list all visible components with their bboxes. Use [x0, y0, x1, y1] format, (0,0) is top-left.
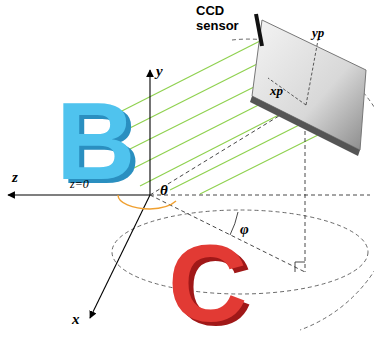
sensor-label: CCD sensor [196, 4, 254, 34]
coordinate-axes [8, 70, 150, 318]
axis-label: xp [270, 84, 283, 97]
angle-label: θ [160, 183, 168, 198]
object-letter: B [56, 86, 135, 196]
axis-label: z [12, 170, 18, 185]
plate-edge [250, 96, 360, 156]
sensor-axes [268, 40, 318, 105]
angle-label: φ [240, 222, 249, 237]
plane-label: z=0 [70, 178, 89, 190]
sensor-mount [256, 14, 262, 46]
axis-label: yp [312, 26, 324, 39]
axis-label: y [156, 64, 163, 79]
right-angle-mark [295, 262, 305, 272]
axis-label: x [72, 312, 80, 327]
object-letter: C [168, 228, 247, 338]
